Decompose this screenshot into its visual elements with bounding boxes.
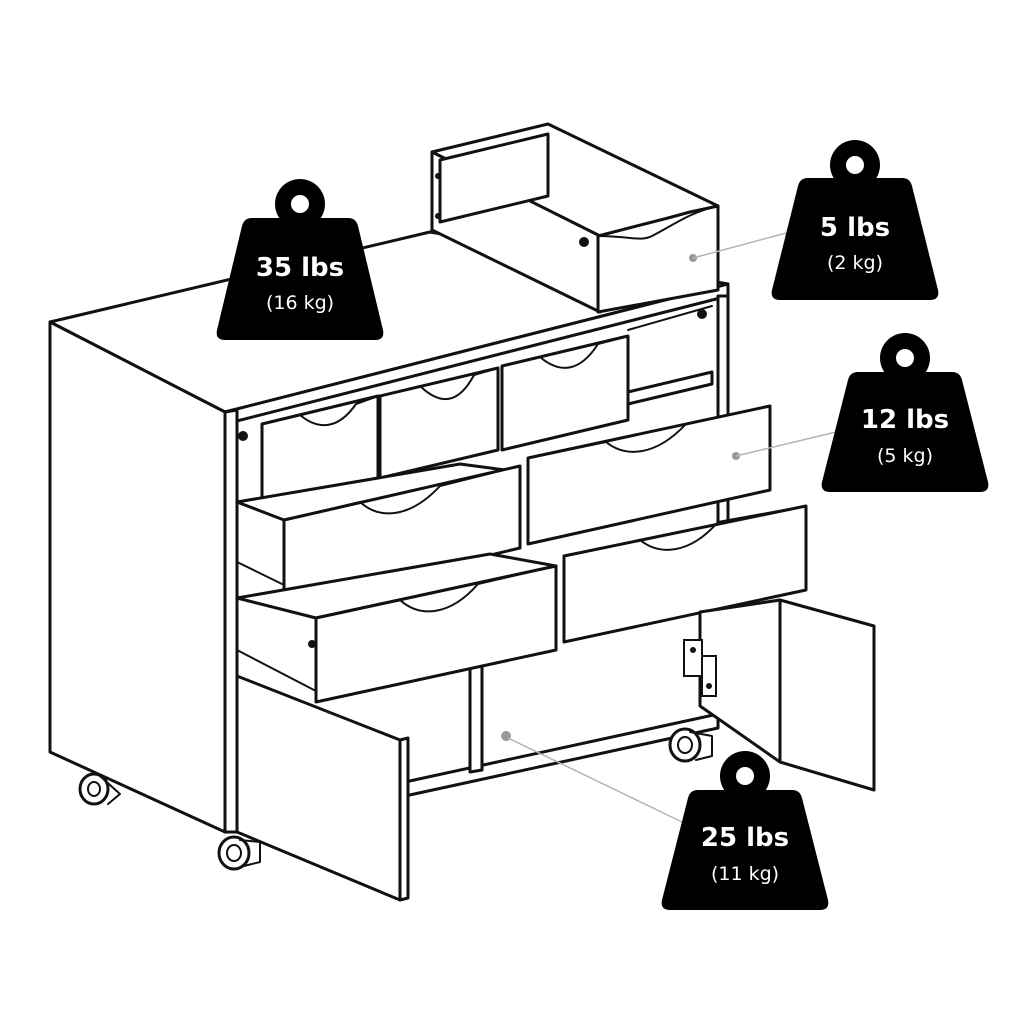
cam-lock-icon (579, 237, 589, 247)
caster-wheel-icon (217, 835, 261, 871)
weight-badge-cabinet: 25 lbs (11 kg) (661, 751, 829, 910)
caster-wheel-icon (78, 772, 121, 806)
right-door (778, 598, 876, 792)
weight-cabinet-lbs: 25 lbs (701, 823, 789, 853)
small-drawer-2 (378, 366, 500, 480)
cam-lock-icon (697, 309, 707, 319)
casters (78, 727, 713, 871)
cam-lock-icon (238, 431, 248, 441)
weight-badge-drawer: 12 lbs (5 kg) (821, 333, 989, 492)
left-door-edge (398, 736, 410, 902)
weight-badge-tray: 5 lbs (2 kg) (771, 140, 939, 300)
weight-tray-lbs: 5 lbs (820, 213, 890, 243)
weight-icon (216, 218, 384, 340)
cabinet-left-front-edge (223, 408, 239, 834)
cabinet-bottom-rail (403, 712, 720, 798)
tray-illustration (430, 122, 720, 314)
weight-icon (661, 790, 829, 910)
weight-tray-kg: (2 kg) (827, 252, 883, 274)
pointer-lines (507, 231, 837, 823)
weight-drawer-lbs: 12 lbs (861, 405, 949, 435)
weight-icon (771, 178, 939, 300)
small-drawer-3 (500, 334, 630, 452)
weight-badge-top: 35 lbs (16 kg) (216, 179, 384, 340)
cabinet-illustration (48, 230, 730, 834)
cubby-shelf (626, 370, 714, 406)
drawer-row-top (260, 334, 630, 510)
cabinet-left-side (48, 320, 227, 834)
left-door (235, 674, 402, 902)
drawer-left-front (282, 464, 522, 606)
caster-wheel-icon (668, 727, 713, 763)
doors (235, 598, 876, 902)
drawer-left-low-front (314, 564, 558, 704)
hinge-icon (683, 639, 717, 697)
weight-cabinet-kg: (11 kg) (711, 863, 779, 885)
cabinet-divider (468, 664, 484, 774)
weight-top-lbs: 35 lbs (256, 253, 344, 283)
weight-top-kg: (16 kg) (266, 292, 334, 314)
weight-icon (821, 372, 989, 492)
drawer-row-middle (235, 404, 772, 606)
weight-drawer-kg: (5 kg) (877, 445, 933, 467)
drawer-right-low-front (562, 504, 808, 644)
drawer-row-bottom (235, 504, 808, 704)
tray-inner-back (438, 132, 550, 224)
